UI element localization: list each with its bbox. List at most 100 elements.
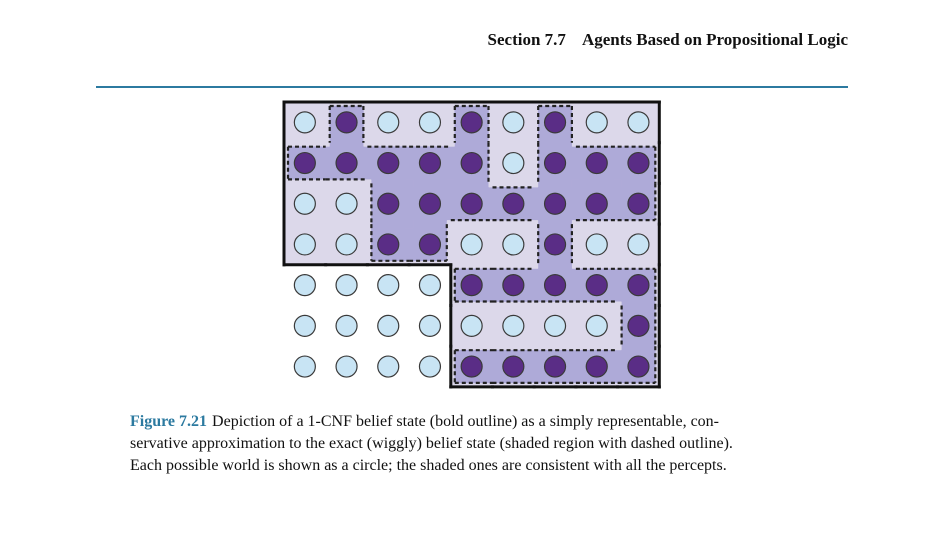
shaded-bridge [404, 219, 414, 229]
world-circle-shaded [627, 314, 650, 337]
world-circle [418, 111, 442, 134]
world-circle [585, 111, 608, 134]
world-circle-shaded [543, 274, 567, 297]
shaded-bridge [404, 228, 414, 261]
shaded-bridge [613, 268, 622, 302]
shaded-bridge [454, 179, 489, 188]
world-circle-shaded [502, 274, 525, 297]
section-title: Agents Based on Propositional Logic [581, 30, 848, 49]
world-circle [377, 274, 400, 297]
shaded-bridge [571, 268, 581, 302]
world-circle-shaded [543, 233, 567, 256]
world-circle-shaded [627, 274, 650, 297]
shaded-bridge [621, 301, 656, 310]
shaded-bridge [446, 187, 456, 221]
world-circle [460, 314, 483, 337]
world-circle [460, 233, 483, 256]
shaded-bridge [363, 146, 372, 180]
shaded-bridge [413, 219, 447, 229]
shaded-bridge [371, 179, 406, 188]
world-circle-shaded [627, 192, 650, 215]
shaded-bridge [446, 179, 456, 188]
shaded-bridge [579, 179, 614, 188]
world-circle [585, 314, 608, 337]
world-circle-shaded [543, 111, 567, 134]
shaded-bridge [529, 187, 539, 221]
world-circle-shaded [543, 355, 567, 378]
world-circle [418, 355, 442, 378]
shaded-bridge [413, 179, 447, 188]
world-circle-shaded [418, 151, 442, 175]
world-circle [502, 314, 525, 337]
world-circle [585, 233, 608, 256]
world-circle-shaded [502, 192, 525, 215]
possible-worlds [293, 111, 650, 378]
shaded-bridge [538, 138, 572, 147]
world-circle-shaded [585, 192, 608, 215]
shaded-bridge [613, 146, 622, 180]
section-number: Section 7.7 [487, 30, 566, 49]
shaded-bridge [613, 179, 622, 188]
world-circle-shaded [377, 233, 400, 256]
caption-text-1: Depiction of a 1-CNF belief state (bold … [212, 413, 719, 430]
world-circle [502, 111, 525, 134]
world-circle-shaded [293, 151, 316, 175]
shaded-bridge [529, 350, 539, 383]
cnf-bold-outline [282, 100, 661, 389]
world-circle [335, 274, 358, 297]
shaded-bridge [488, 268, 497, 302]
shaded-bridge [404, 179, 414, 188]
shaded-bridge [404, 187, 414, 221]
header-rule [96, 86, 848, 88]
world-circle [502, 233, 525, 256]
shaded-bridge [404, 146, 414, 180]
world-circle-shaded [460, 274, 483, 297]
world-circle-shaded [377, 151, 400, 175]
shaded-bridge [538, 179, 572, 188]
world-circle-shaded [543, 151, 567, 175]
shaded-bridge [321, 146, 330, 180]
world-circle-shaded [627, 151, 650, 175]
world-circle-shaded [460, 355, 483, 378]
world-circle-shaded [585, 151, 608, 175]
shaded-bridge [621, 179, 656, 188]
world-circle-shaded [377, 192, 400, 215]
running-head: Section 7.7 Agents Based on Propositional… [488, 30, 848, 50]
world-circle-shaded [627, 355, 650, 378]
caption-line-2: servative approximation to the exact (wi… [130, 435, 733, 452]
belief-state-dashed-outline [286, 104, 657, 384]
caption-line-3: Each possible world is shown as a circle… [130, 457, 727, 474]
world-circle [293, 233, 316, 256]
world-circle-shaded [335, 151, 358, 175]
world-circle [418, 314, 442, 337]
world-circle-shaded [543, 192, 567, 215]
world-circle-shaded [460, 192, 483, 215]
belief-state-figure [282, 100, 661, 389]
world-circle [293, 314, 316, 337]
figure-label: Figure 7.21 [130, 413, 208, 430]
shaded-bridge [571, 350, 581, 383]
world-circle-shaded [460, 151, 483, 175]
shaded-bridge [571, 187, 581, 221]
world-circle [335, 355, 358, 378]
world-circle [293, 274, 316, 297]
world-circle [377, 355, 400, 378]
world-circle-shaded [460, 111, 483, 134]
shaded-bridge [446, 146, 456, 180]
shaded-bridge [538, 260, 572, 270]
world-circle [293, 111, 316, 134]
shaded-bridge [538, 219, 572, 229]
world-circle-shaded [502, 355, 525, 378]
shaded-bridge [371, 219, 406, 229]
world-circle [418, 274, 442, 297]
shaded-bridge [621, 341, 656, 351]
world-circle-shaded [418, 192, 442, 215]
world-circle [627, 111, 650, 134]
shaded-bridge [488, 187, 497, 221]
shaded-bridge [571, 146, 581, 180]
world-circle-shaded [585, 355, 608, 378]
shaded-bridge [488, 350, 497, 383]
shaded-bridge [613, 350, 622, 383]
